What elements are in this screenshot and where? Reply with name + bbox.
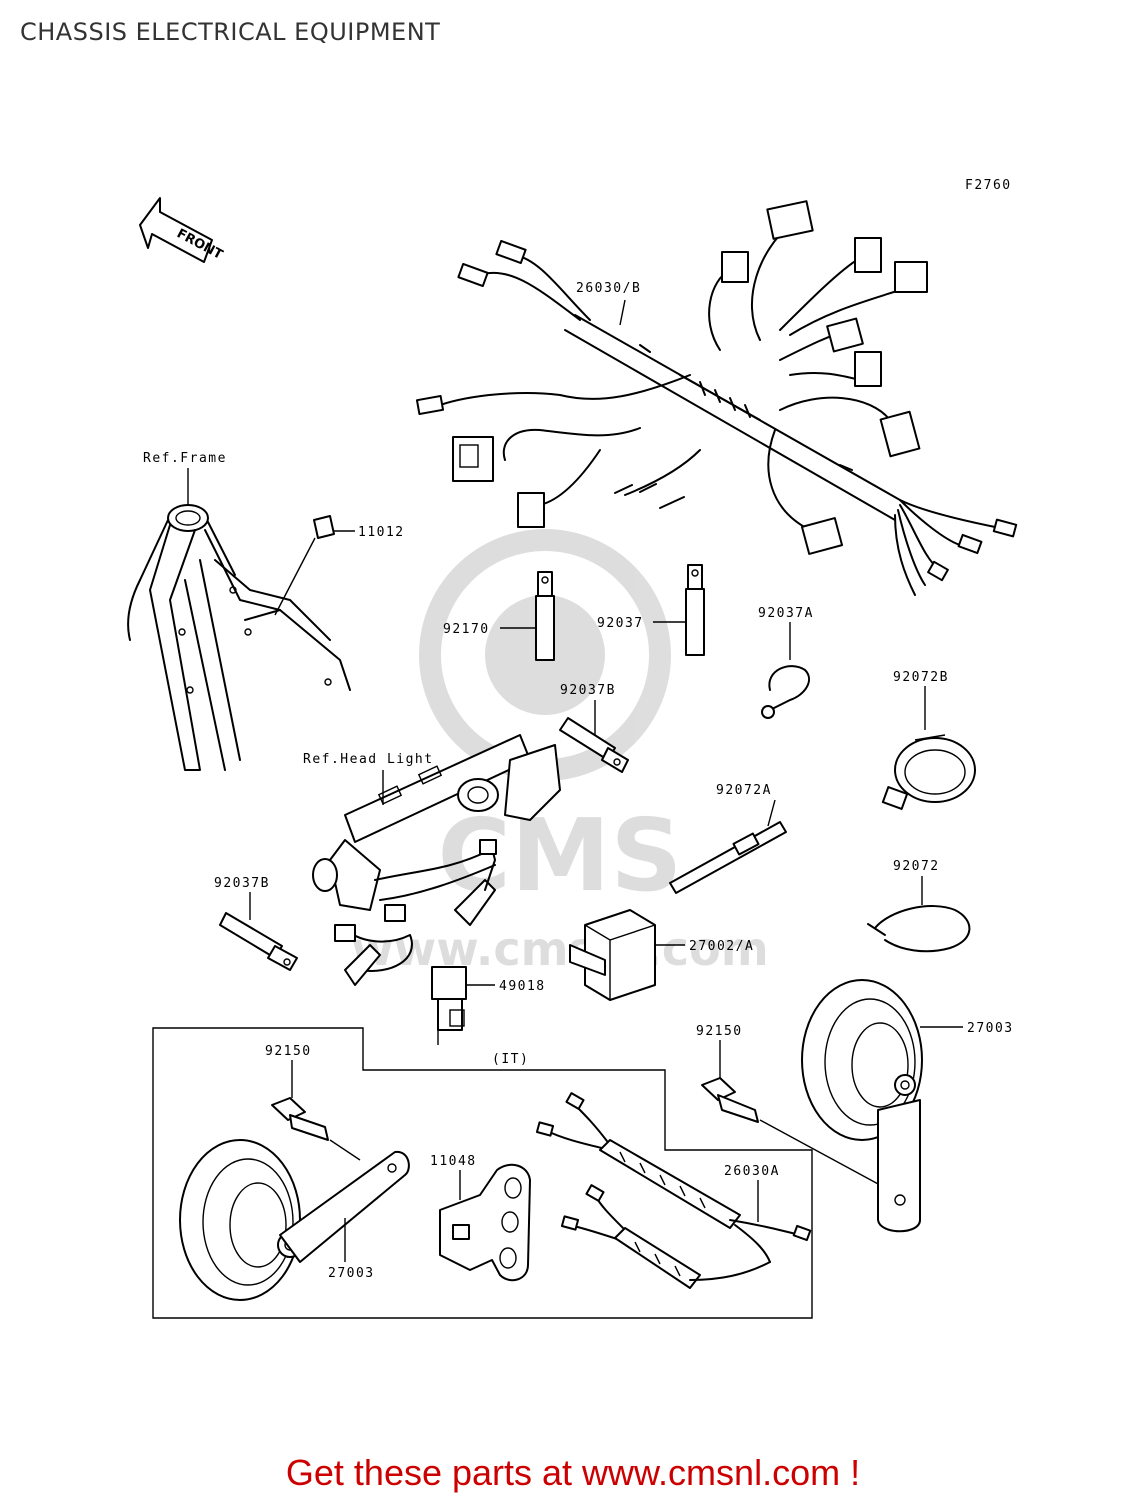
part-92170-bracket: [535, 571, 555, 661]
part-11048-plate: [439, 1163, 531, 1282]
wiring-harness: [415, 200, 1018, 596]
label-92037B-left: 92037B: [214, 876, 270, 891]
part-92072A-tie: [669, 821, 787, 894]
part-92072-strap: [867, 905, 971, 953]
label-92037: 92037: [597, 616, 644, 631]
frame: [127, 504, 351, 771]
part-92150-bolt-right: [701, 1077, 881, 1186]
label-92072B: 92072B: [893, 670, 949, 685]
part-headlight-bracket: [312, 734, 561, 986]
label-92072A: 92072A: [716, 783, 772, 798]
label-49018: 49018: [499, 979, 546, 994]
it-group-box: [152, 1027, 813, 1319]
part-92037B-bracket-top: [559, 717, 629, 773]
parts-link-banner[interactable]: Get these parts at www.cmsnl.com !: [285, 1452, 861, 1493]
label-27003-left: 27003: [328, 1266, 375, 1281]
label-92037B-top: 92037B: [560, 683, 616, 698]
part-92037B-bracket-left: [219, 912, 298, 971]
part-49018-relay: [431, 966, 467, 1045]
label-92072: 92072: [893, 859, 940, 874]
label-ref-head-light: Ref.Head Light: [303, 752, 434, 767]
figure-code: F2760: [965, 178, 1012, 193]
label-92150-left: 92150: [265, 1044, 312, 1059]
part-27003-horn-right: [801, 979, 923, 1233]
label-27003-right: 27003: [967, 1021, 1014, 1036]
watermark-url: www.cmsnl.com: [351, 922, 768, 976]
page-title: CHASSIS ELECTRICAL EQUIPMENT: [20, 18, 441, 46]
label-it-group: (IT): [492, 1052, 529, 1067]
part-26030A-subharness: [535, 1092, 812, 1289]
label-92170: 92170: [443, 622, 490, 637]
label-27002A: 27002/A: [689, 939, 754, 954]
front-arrow-icon: FRONT: [139, 197, 225, 263]
label-harness: 26030/B: [576, 281, 641, 296]
part-92072B-band: [881, 734, 976, 810]
part-11012-cap: [274, 515, 335, 616]
label-92150-right: 92150: [696, 1024, 743, 1039]
label-26030A: 26030A: [724, 1164, 780, 1179]
part-92037A-clamp: [761, 665, 810, 719]
part-27003-horn-left: [179, 1139, 410, 1301]
label-11012: 11012: [358, 525, 405, 540]
part-27002A-relay: [569, 909, 656, 1001]
label-92037A: 92037A: [758, 606, 814, 621]
part-92037-bracket: [685, 564, 705, 656]
label-ref-frame: Ref.Frame: [143, 451, 227, 466]
label-11048: 11048: [430, 1154, 477, 1169]
part-92150-bolt-left: [271, 1097, 361, 1161]
